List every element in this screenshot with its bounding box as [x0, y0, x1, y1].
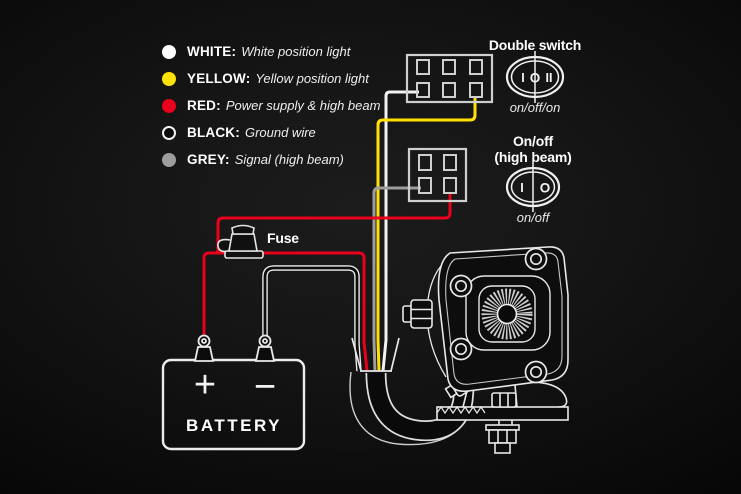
battery-positive-symbol: +	[194, 364, 216, 406]
legend-description: Ground wire	[244, 125, 316, 140]
double-switch-marking-right: II	[546, 71, 553, 85]
high-beam-switch: I O	[505, 162, 561, 212]
black-ground-wire	[262, 265, 362, 372]
legend-label: WHITE:	[187, 44, 237, 59]
mounting-bracket	[436, 381, 569, 421]
legend-item-white: WHITE: White position light	[162, 38, 380, 65]
fuse-icon	[217, 224, 264, 259]
double-switch: I O II	[505, 51, 565, 103]
yellow-dot-icon	[162, 71, 176, 86]
battery-positive-terminal	[193, 334, 215, 362]
yellow-wire	[376, 97, 477, 372]
led-light-fixture	[402, 246, 569, 454]
legend-description: Power supply & high beam	[225, 98, 381, 113]
high-beam-switch-title-line2: (high beam)	[494, 149, 572, 165]
legend-item-black: BLACK: Ground wire	[162, 119, 380, 146]
grey-dot-icon	[162, 152, 176, 167]
double-switch-title: Double switch	[488, 37, 582, 53]
side-bolt	[402, 299, 433, 329]
white-dot-icon	[162, 44, 176, 59]
battery-label: BATTERY	[186, 416, 282, 435]
heatsink	[478, 285, 536, 343]
double-switch-marking-middle: O	[530, 71, 541, 86]
legend-label: GREY:	[187, 152, 230, 167]
six-pin-connector	[405, 53, 494, 104]
fuse-label: Fuse	[267, 230, 299, 246]
legend-description: White position light	[241, 44, 351, 59]
battery: + −	[161, 334, 306, 451]
white-wire	[381, 90, 419, 372]
grey-wire	[372, 186, 421, 372]
double-switch-marking-left: I	[521, 71, 524, 85]
red-dot-icon	[162, 98, 176, 113]
legend-label: RED:	[187, 98, 221, 113]
wires	[202, 90, 477, 372]
legend-item-grey: GREY: Signal (high beam)	[162, 146, 380, 173]
legend-label: YELLOW:	[187, 71, 251, 86]
double-switch-mode-label: on/off/on	[509, 100, 561, 115]
legend-label: BLACK:	[187, 125, 240, 140]
black-dot-icon	[162, 125, 176, 140]
red-wire-switch-branch	[216, 193, 452, 253]
wire-color-legend: WHITE: White position light YELLOW: Yell…	[162, 38, 380, 173]
mounting-bolt	[485, 420, 520, 454]
corner-screws	[449, 247, 548, 384]
high-beam-switch-marking-left: I	[520, 181, 523, 195]
high-beam-switch-marking-right: O	[540, 181, 551, 196]
battery-negative-terminal	[254, 334, 276, 362]
legend-description: Yellow position light	[255, 71, 369, 86]
legend-item-yellow: YELLOW: Yellow position light	[162, 65, 380, 92]
legend-item-red: RED: Power supply & high beam	[162, 92, 380, 119]
red-wire-battery-to-light	[202, 251, 369, 372]
four-pin-connector	[407, 147, 468, 203]
high-beam-switch-title-line1: On/off	[512, 133, 554, 149]
wire-sheath-funnel	[351, 337, 400, 372]
battery-negative-symbol: −	[254, 366, 276, 408]
legend-description: Signal (high beam)	[234, 152, 344, 167]
high-beam-switch-mode-label: on/off	[516, 210, 550, 225]
